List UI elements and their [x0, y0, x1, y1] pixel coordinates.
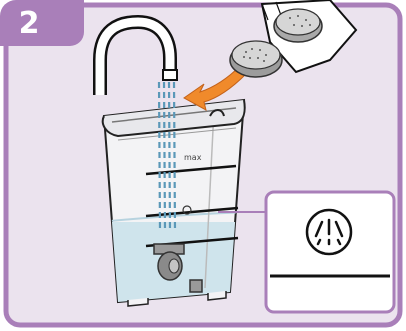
- max-label: max: [184, 153, 202, 162]
- step-tab: 2: [0, 0, 84, 46]
- step-number: 2: [0, 0, 58, 46]
- callout-box: [266, 192, 394, 312]
